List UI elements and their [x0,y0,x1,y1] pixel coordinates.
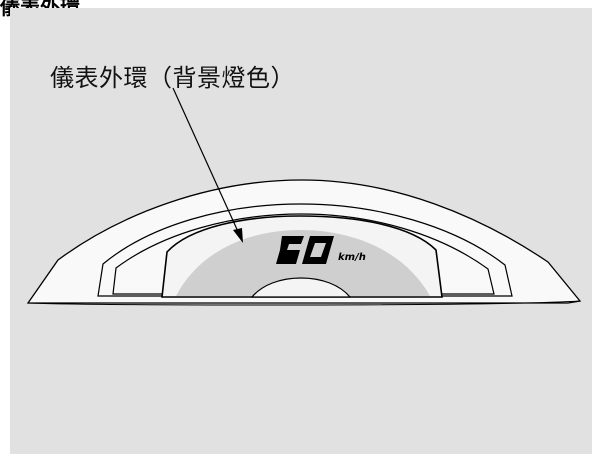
bezel-ring-3 [112,213,495,295]
callout-label: 儀表外環（背景燈色） [50,64,295,92]
center-hub [250,277,352,298]
speed-digital-readout [276,236,334,264]
callout-arrowhead [233,228,243,243]
callout-leader-line [172,87,241,237]
speed-digit-2 [302,236,334,264]
bezel-bottom-edge [27,300,581,306]
bezel-ring-2 [97,203,513,297]
speed-digit-1 [276,236,304,264]
speed-unit-label: km/h [338,252,366,263]
